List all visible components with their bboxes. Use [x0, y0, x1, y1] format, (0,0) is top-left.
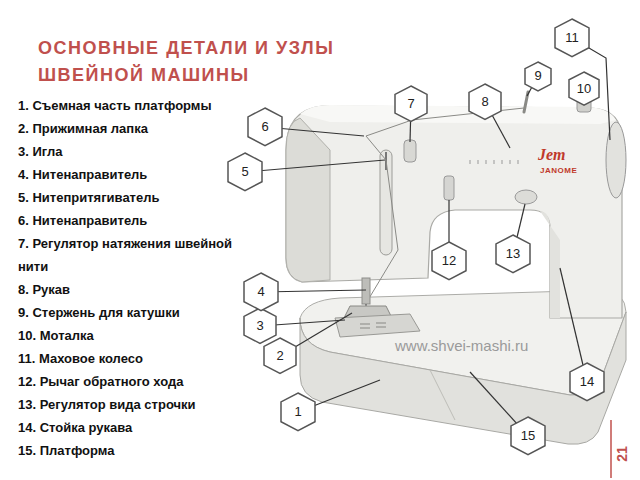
callout-number: 8 [481, 94, 488, 109]
brand-logo: Jem [538, 146, 566, 164]
slide-title: ОСНОВНЫЕ ДЕТАЛИ И УЗЛЫ ШВЕЙНОЙ МАШИНЫ [38, 35, 378, 89]
removable-part-seam [430, 370, 455, 420]
part-list-item: 15. Платформа [18, 439, 246, 462]
callout-hexagon: 2 [263, 337, 297, 374]
callout-hexagon: 9 [524, 61, 552, 92]
watermark: www.shvei-mashi.ru [395, 337, 528, 354]
part-list-item: 13. Регулятор вида строчки [18, 393, 246, 416]
machine-body [286, 106, 622, 318]
callout-hexagon: 13 [495, 234, 531, 274]
part-list-item: 10. Моталка [18, 324, 246, 347]
callout-hexagon: 7 [394, 85, 428, 122]
callout-number: 11 [565, 30, 579, 45]
part-list-item: 9. Стержень для катушки [18, 301, 246, 324]
stitch-scale [470, 160, 518, 164]
head-side-face [286, 118, 330, 282]
hexagon-shape [244, 273, 278, 311]
callout-hexagon: 11 [554, 18, 590, 58]
callout-number: 1 [294, 404, 301, 419]
callout-hexagon: 3 [243, 307, 277, 344]
hexagon-shape [264, 338, 296, 373]
brand-name: JANOME [540, 166, 577, 175]
hexagon-shape [244, 308, 276, 343]
part-list-item: 11. Маховое колесо [18, 347, 246, 370]
part-list: 1. Съемная часть платформы2. Прижимная л… [18, 94, 246, 462]
hexagon-shape [281, 393, 315, 431]
part-list-item: 4. Нитенаправитель [18, 163, 246, 186]
callout-hexagon: 14 [569, 362, 605, 402]
callout-number: 14 [580, 374, 594, 389]
part-list-item: 1. Съемная часть платформы [18, 94, 246, 117]
hexagon-shape [228, 153, 262, 191]
part-list-item: 7. Регулятор натяжения швейной нити [18, 232, 246, 278]
part-list-item: 2. Прижимная лапка [18, 117, 246, 140]
hexagon-shape [395, 86, 427, 121]
callout-number: 7 [407, 96, 414, 111]
callout-hexagon: 15 [510, 416, 546, 456]
hexagon-shape [555, 19, 589, 57]
callout-number: 6 [261, 119, 268, 134]
leader-lines [245, 38, 610, 436]
callout-number: 12 [442, 253, 456, 268]
hexagon-shape [525, 62, 551, 91]
arm-post-shade [540, 211, 560, 318]
page-marker-bar [610, 420, 612, 478]
part-list-item: 5. Нитепритягиватель [18, 186, 246, 209]
callout-number: 10 [577, 81, 591, 96]
part-list-item: 6. Нитенаправитель [18, 209, 246, 232]
hexagon-shape [570, 363, 604, 401]
part-list-item: 14. Стойка рукава [18, 416, 246, 439]
callout-hexagon: 4 [243, 272, 279, 312]
body-top-surface [300, 105, 616, 124]
hexagon-shape [496, 235, 530, 273]
callout-number: 5 [241, 164, 248, 179]
hexagon-shape [569, 72, 599, 105]
platform-front [300, 312, 626, 444]
callout-number: 13 [506, 246, 520, 261]
part-list-item: 3. Игла [18, 140, 246, 163]
callout-number: 2 [276, 348, 283, 363]
callout-hexagon: 12 [431, 241, 467, 281]
needle-bar [362, 278, 370, 304]
tension-regulator [404, 140, 416, 162]
feed-dogs [360, 323, 386, 328]
callout-hexagon: 8 [468, 83, 502, 120]
callout-hexagon: 10 [568, 71, 600, 106]
hexagon-shape [432, 242, 466, 280]
stitch-dial [515, 190, 537, 204]
leader-line [245, 160, 385, 172]
hexagon-shape [511, 417, 545, 455]
take-up-slot [380, 150, 392, 255]
reverse-lever [444, 176, 454, 200]
callout-hexagon: 5 [227, 152, 263, 192]
callout-number: 3 [256, 318, 263, 333]
part-list-item: 8. Рукав [18, 278, 246, 301]
handwheel [606, 122, 626, 198]
callout-hexagon: 6 [247, 107, 283, 147]
callout-hexagon: 1 [280, 392, 316, 432]
callout-number: 9 [534, 68, 541, 83]
callout-number: 4 [257, 284, 264, 299]
hexagon-shape [469, 84, 501, 119]
thread [366, 108, 524, 300]
part-list-item: 12. Рычаг обратного хода [18, 370, 246, 393]
needle-plate [335, 314, 420, 337]
callout-number: 15 [521, 428, 535, 443]
page-number: 21 [614, 446, 630, 462]
hexagon-shape [248, 108, 282, 146]
